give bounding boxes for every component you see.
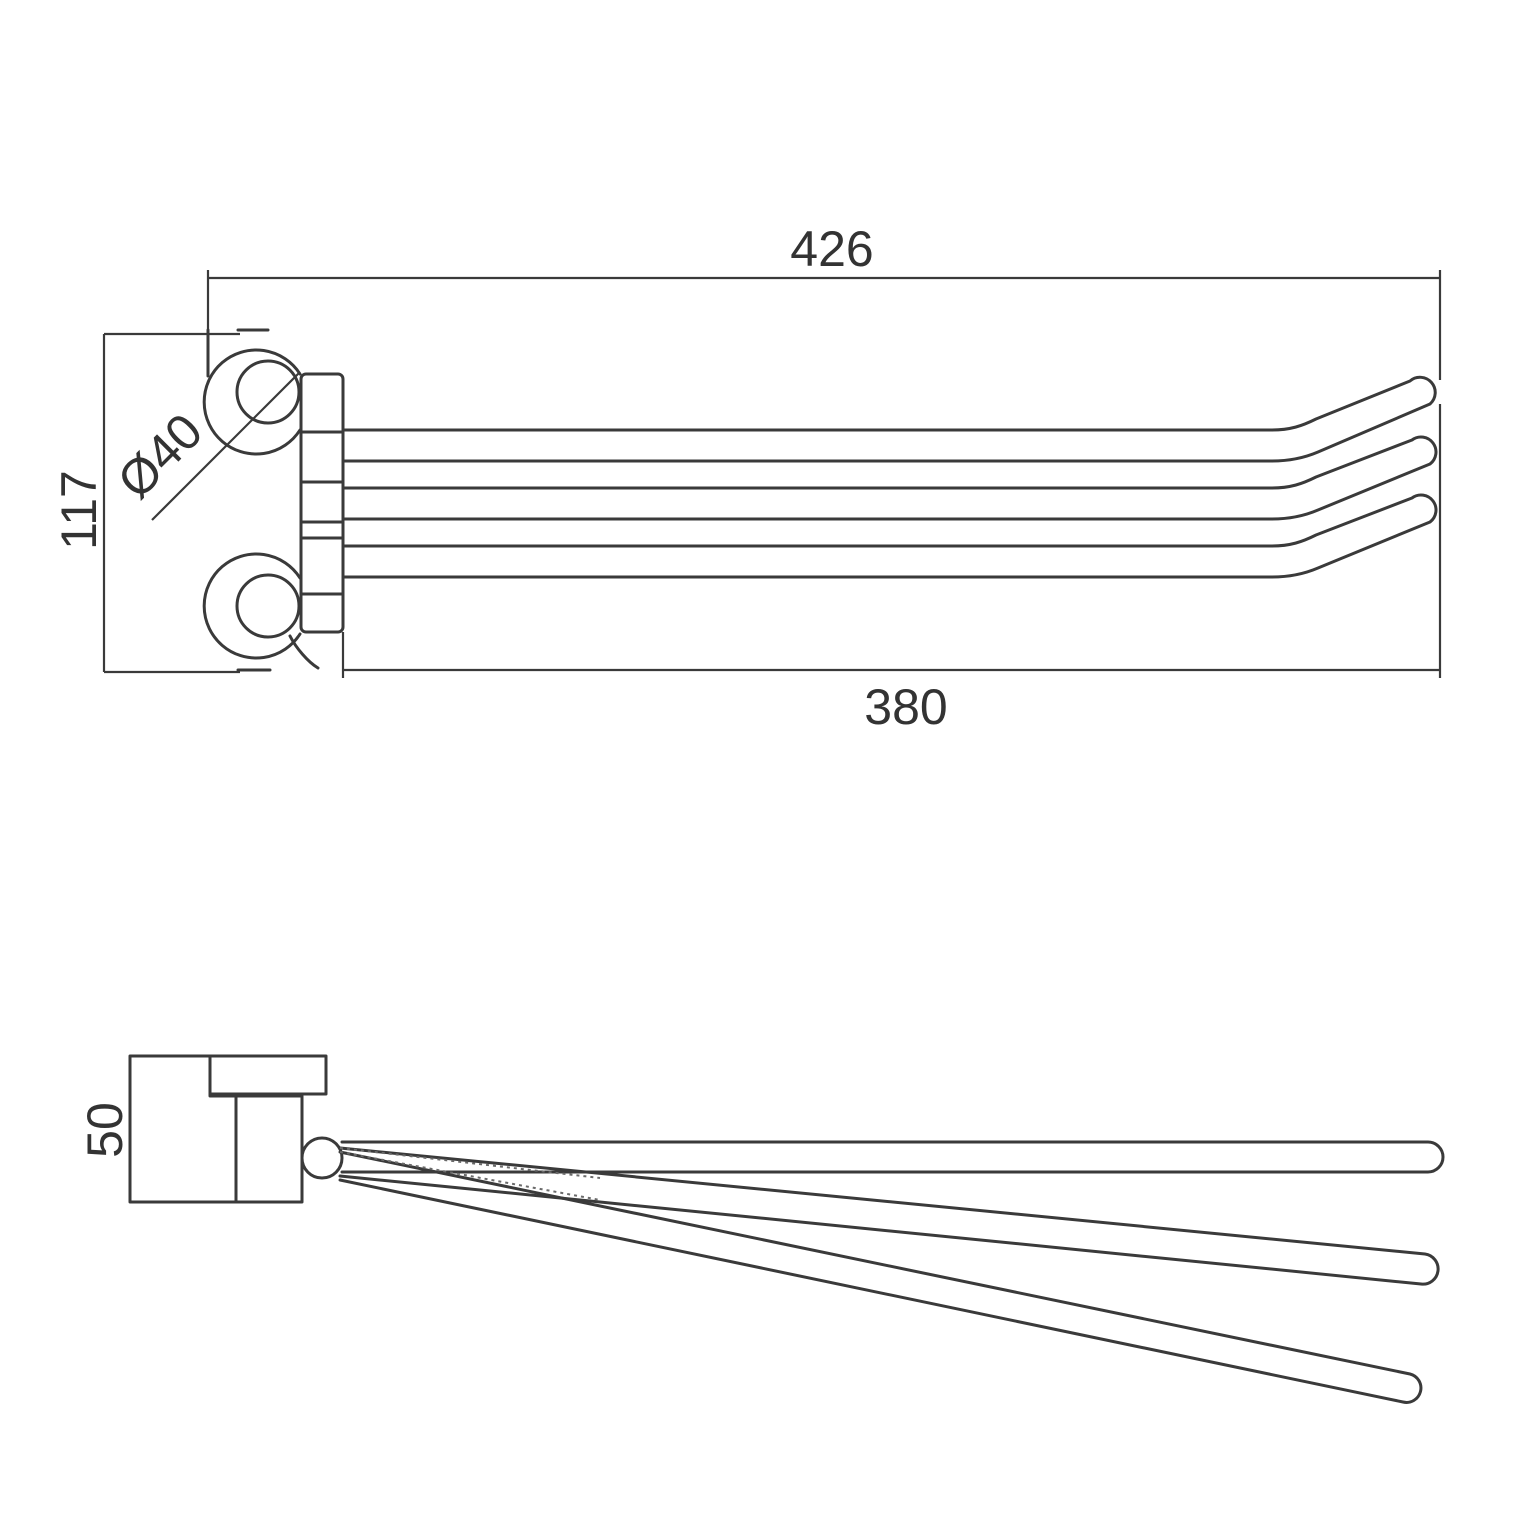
dimension-projection: 50 xyxy=(77,1102,133,1158)
dimension-arm-length: 380 xyxy=(341,404,1442,735)
side-arm-straight xyxy=(340,1140,1445,1174)
side-bracket xyxy=(128,1054,328,1204)
projection-label: 50 xyxy=(77,1102,133,1158)
height-label: 117 xyxy=(51,470,107,550)
arm-2 xyxy=(341,435,1438,521)
hinge-block xyxy=(299,372,345,634)
dimension-height: 117 xyxy=(51,332,240,674)
dimension-overall-length: 426 xyxy=(206,221,1442,380)
pivot-knob xyxy=(300,1136,344,1180)
arm-1 xyxy=(341,375,1437,463)
side-view: 50 xyxy=(77,1054,1445,1404)
arm-3 xyxy=(341,493,1438,579)
arm-length-label: 380 xyxy=(864,679,947,735)
upper-flange xyxy=(202,328,302,456)
top-view: 426 380 117 Ø40 xyxy=(51,221,1442,735)
lower-flange xyxy=(202,552,320,672)
flange-diameter-label: Ø40 xyxy=(107,403,213,509)
side-arm-middle xyxy=(338,1146,1440,1286)
overall-length-label: 426 xyxy=(790,221,873,277)
side-arm-lowest xyxy=(338,1150,1423,1404)
